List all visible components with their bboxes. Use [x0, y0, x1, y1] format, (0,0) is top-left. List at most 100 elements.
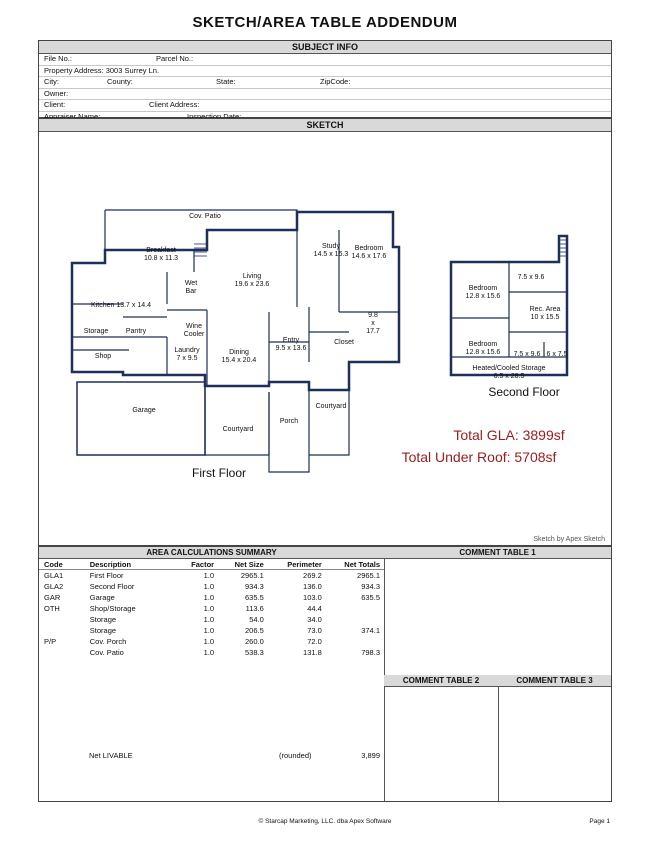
cell-perimeter: 72.0	[307, 637, 322, 646]
cell-factor: 1.0	[203, 604, 215, 613]
cell-net-size: 260.0	[245, 637, 264, 646]
cell-net-total	[322, 636, 384, 647]
subject-row-appraiser: Appraiser Name: Inspection Date:	[39, 112, 611, 123]
table-row: P/P Cov. Porch 1.0 260.0 72.0	[39, 636, 384, 647]
label-shop: Shop	[95, 353, 111, 360]
cell-net-total: 934.3	[361, 582, 380, 591]
label-porch: Porch	[280, 418, 298, 425]
zip-field: ZipCode:	[320, 77, 351, 87]
cell-net-size: 635.5	[245, 593, 264, 602]
cell-perimeter: 44.4	[307, 604, 322, 613]
cell-net-total: 798.3	[361, 648, 380, 657]
cell-code: P/P	[44, 637, 57, 646]
comment-table-2-header: COMMENT TABLE 2	[384, 675, 498, 687]
subject-row-address: Property Address: 3003 Surrey Ln.	[39, 66, 611, 78]
table-row: OTH Shop/Storage 1.0 113.6 44.4	[39, 603, 384, 614]
net-livable-label: Net LIVABLE	[89, 751, 133, 760]
city-field: City:	[44, 77, 59, 87]
comment-table-3: COMMENT TABLE 3	[498, 675, 611, 801]
cell-description: Shop/Storage	[89, 604, 136, 613]
cell-net-total: 2965.1	[357, 571, 380, 580]
cell-factor: 1.0	[203, 626, 215, 635]
room-labels: Cov. Patio Breakfast 10.8 x 11.3 Study 1…	[84, 213, 568, 433]
label-bath-2: 7.5 x 9.6	[518, 274, 545, 281]
label-study: Study	[322, 243, 340, 250]
comment-table-1: COMMENT TABLE 1	[384, 547, 611, 676]
col-net-totals: Net Totals	[321, 559, 384, 570]
cell-code: GAR	[44, 593, 61, 602]
first-floor-walls	[70, 209, 401, 473]
cell-perimeter: 103.0	[303, 593, 322, 602]
label-bedroom-3: Bedroom	[469, 341, 498, 348]
label-cov-patio: Cov. Patio	[189, 213, 221, 220]
appraiser-name-field: Appraiser Name:	[44, 111, 101, 121]
total-gla: Total GLA: 3899sf	[453, 427, 564, 443]
cell-perimeter: 269.2	[303, 571, 322, 580]
label-living-dim: 19.6 x 23.6	[235, 281, 270, 288]
subject-row-file: File No.: Parcel No.:	[39, 54, 611, 66]
label-wet-bar-2: Bar	[186, 288, 198, 295]
total-under-roof: Total Under Roof: 5708sf	[402, 449, 557, 465]
cell-description: Storage	[89, 615, 117, 624]
label-wine-2: Cooler	[184, 331, 205, 338]
col-net-size: Net Size	[214, 559, 264, 570]
client-address-field: Client Address:	[149, 100, 200, 110]
label-bath-b: x	[371, 320, 375, 327]
label-rec-area-dim: 10 x 15.5	[531, 314, 560, 321]
cell-net-size: 538.3	[245, 648, 264, 657]
label-bedroom-2-dim: 12.8 x 15.6	[466, 293, 501, 300]
area-summary-header: AREA CALCULATIONS SUMMARY	[39, 547, 384, 559]
label-courtyard-2: Courtyard	[316, 403, 347, 410]
lower-section: AREA CALCULATIONS SUMMARY Code Descripti…	[38, 546, 612, 802]
label-laundry: Laundry	[174, 347, 200, 354]
first-floor-interior-walls	[72, 230, 399, 386]
col-perimeter: Perimeter	[263, 559, 322, 570]
label-laundry-dim: 7 x 9.5	[176, 355, 197, 362]
label-courtyard-1: Courtyard	[223, 426, 254, 433]
col-code: Code	[39, 559, 90, 570]
label-bedroom-2: Bedroom	[469, 285, 498, 292]
cell-factor: 1.0	[203, 593, 215, 602]
parcel-no-field: Parcel No.:	[156, 54, 194, 63]
area-calculations-summary: AREA CALCULATIONS SUMMARY Code Descripti…	[39, 547, 385, 801]
cell-net-total: 635.5	[361, 593, 380, 602]
label-small-room: 6 x 7.5	[546, 351, 567, 358]
second-floor-label: Second Floor	[488, 385, 559, 399]
sketch-header: SKETCH	[39, 119, 611, 132]
cell-description: Cov. Porch	[89, 637, 127, 646]
subject-row-client: Client: Client Address:	[39, 100, 611, 112]
cell-perimeter: 136.0	[303, 582, 322, 591]
label-closet: Closet	[334, 339, 354, 346]
label-pantry: Pantry	[126, 328, 147, 335]
comment-table-1-header: COMMENT TABLE 1	[384, 547, 611, 559]
cell-code: GLA2	[44, 582, 64, 591]
cell-net-total: 374.1	[361, 626, 380, 635]
cell-factor: 1.0	[203, 582, 215, 591]
cell-code: OTH	[44, 604, 60, 613]
cell-code	[39, 647, 90, 658]
subject-info-section: SUBJECT INFO File No.: Parcel No.: Prope…	[38, 40, 612, 121]
label-bath-c: 17.7	[366, 328, 380, 335]
area-table: Code Description Factor Net Size Perimet…	[39, 559, 384, 658]
label-entry: Entry	[283, 337, 300, 344]
stairs	[194, 239, 567, 257]
cell-perimeter: 131.8	[303, 648, 322, 657]
owner-field: Owner:	[44, 88, 69, 98]
label-dining-dim: 15.4 x 20.4	[222, 357, 257, 364]
state-field: State:	[216, 77, 236, 87]
cell-factor: 1.0	[203, 571, 215, 580]
subject-row-city: City: County: State: ZipCode:	[39, 77, 611, 89]
cell-net-size: 54.0	[249, 615, 264, 624]
label-wine: Wine	[186, 323, 202, 330]
cell-net-size: 113.6	[245, 604, 264, 613]
floor-plan-sketch: Cov. Patio Breakfast 10.8 x 11.3 Study 1…	[70, 209, 569, 480]
label-wet-bar: Wet	[185, 280, 197, 287]
label-garage: Garage	[132, 407, 155, 414]
label-hvac-storage: Heated/Cooled Storage	[472, 365, 545, 372]
comment-table-2: COMMENT TABLE 2	[384, 675, 499, 801]
inspection-date-field: Inspection Date:	[187, 111, 242, 121]
cell-factor: 1.0	[203, 637, 215, 646]
cell-factor: 1.0	[203, 648, 215, 657]
